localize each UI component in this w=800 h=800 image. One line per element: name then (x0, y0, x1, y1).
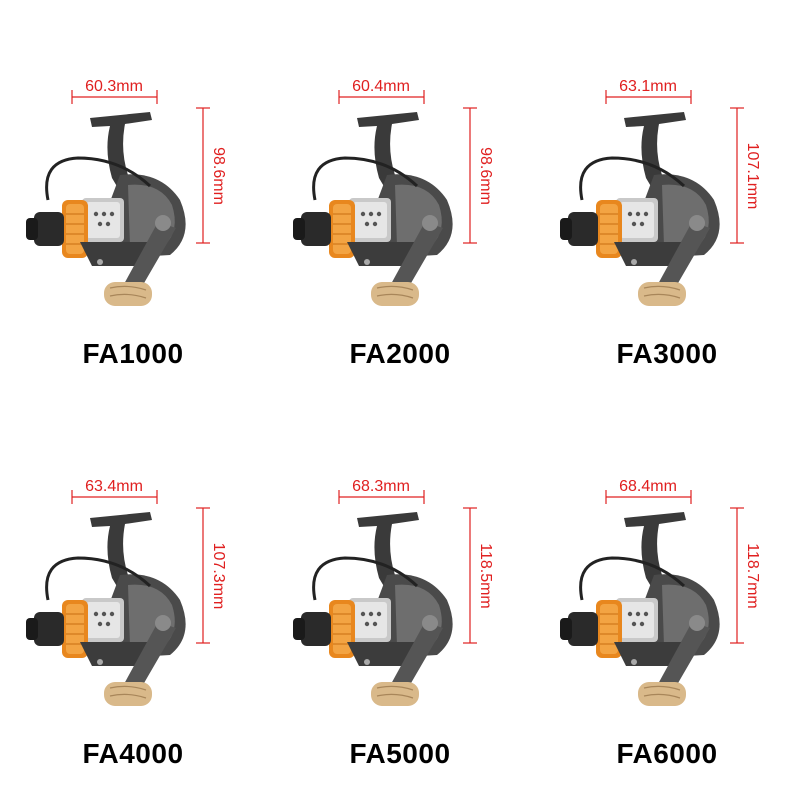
width-dimension: 60.3mm (71, 78, 158, 104)
height-dimension: 98.6mm (196, 107, 227, 244)
reel-cell-fa2000: 60.4mm 98.6mm (267, 0, 533, 400)
height-label: 98.6mm (210, 147, 227, 205)
reel-cell-fa3000: 63.1mm 107.1mm (534, 0, 800, 400)
height-label: 118.7mm (744, 543, 761, 609)
reel-cell-fa5000: 68.3mm 118.5mm (267, 400, 533, 800)
reel-illustration: 63.1mm 107.1mm (560, 78, 761, 306)
width-dimension: 63.1mm (605, 78, 692, 104)
width-label: 63.1mm (619, 78, 677, 95)
reel-illustration: 60.4mm 98.6mm (293, 78, 494, 306)
model-label: FA2000 (349, 338, 451, 369)
reel-cell-fa1000: 60.3mm 98.6mm (0, 0, 266, 400)
width-dimension: 60.4mm (338, 78, 425, 104)
spinning-reel-image (293, 112, 453, 306)
reel-illustration: 68.4mm 118.7mm (560, 478, 761, 706)
height-label: 118.5mm (477, 543, 494, 609)
width-dimension: 68.3mm (338, 478, 425, 504)
model-label: FA4000 (82, 738, 184, 769)
width-label: 68.4mm (619, 478, 677, 495)
reel-illustration: 63.4mm 107.3mm (26, 478, 227, 706)
width-dimension: 63.4mm (71, 478, 158, 504)
width-dimension: 68.4mm (605, 478, 692, 504)
spinning-reel-image (26, 512, 186, 706)
model-label: FA1000 (82, 338, 184, 369)
height-dimension: 118.7mm (730, 507, 761, 644)
model-label: FA5000 (349, 738, 451, 769)
model-label: FA6000 (616, 738, 718, 769)
reel-cell-fa4000: 63.4mm 107.3mm (0, 400, 266, 800)
height-dimension: 107.3mm (196, 507, 227, 644)
width-label: 63.4mm (85, 478, 143, 495)
height-dimension: 98.6mm (463, 107, 494, 244)
spinning-reel-image (560, 512, 720, 706)
height-dimension: 118.5mm (463, 507, 494, 644)
model-label: FA3000 (616, 338, 718, 369)
spinning-reel-image (26, 112, 186, 306)
height-dimension: 107.1mm (730, 107, 761, 244)
spinning-reel-image (293, 512, 453, 706)
width-label: 60.4mm (352, 78, 410, 95)
width-label: 60.3mm (85, 78, 143, 95)
reel-illustration: 60.3mm 98.6mm (26, 78, 227, 306)
reel-illustration: 68.3mm 118.5mm (293, 478, 494, 706)
height-label: 107.3mm (210, 543, 227, 610)
height-label: 107.1mm (744, 143, 761, 210)
spinning-reel-image (560, 112, 720, 306)
height-label: 98.6mm (477, 147, 494, 205)
width-label: 68.3mm (352, 478, 410, 495)
reel-cell-fa6000: 68.4mm 118.7mm (534, 400, 800, 800)
